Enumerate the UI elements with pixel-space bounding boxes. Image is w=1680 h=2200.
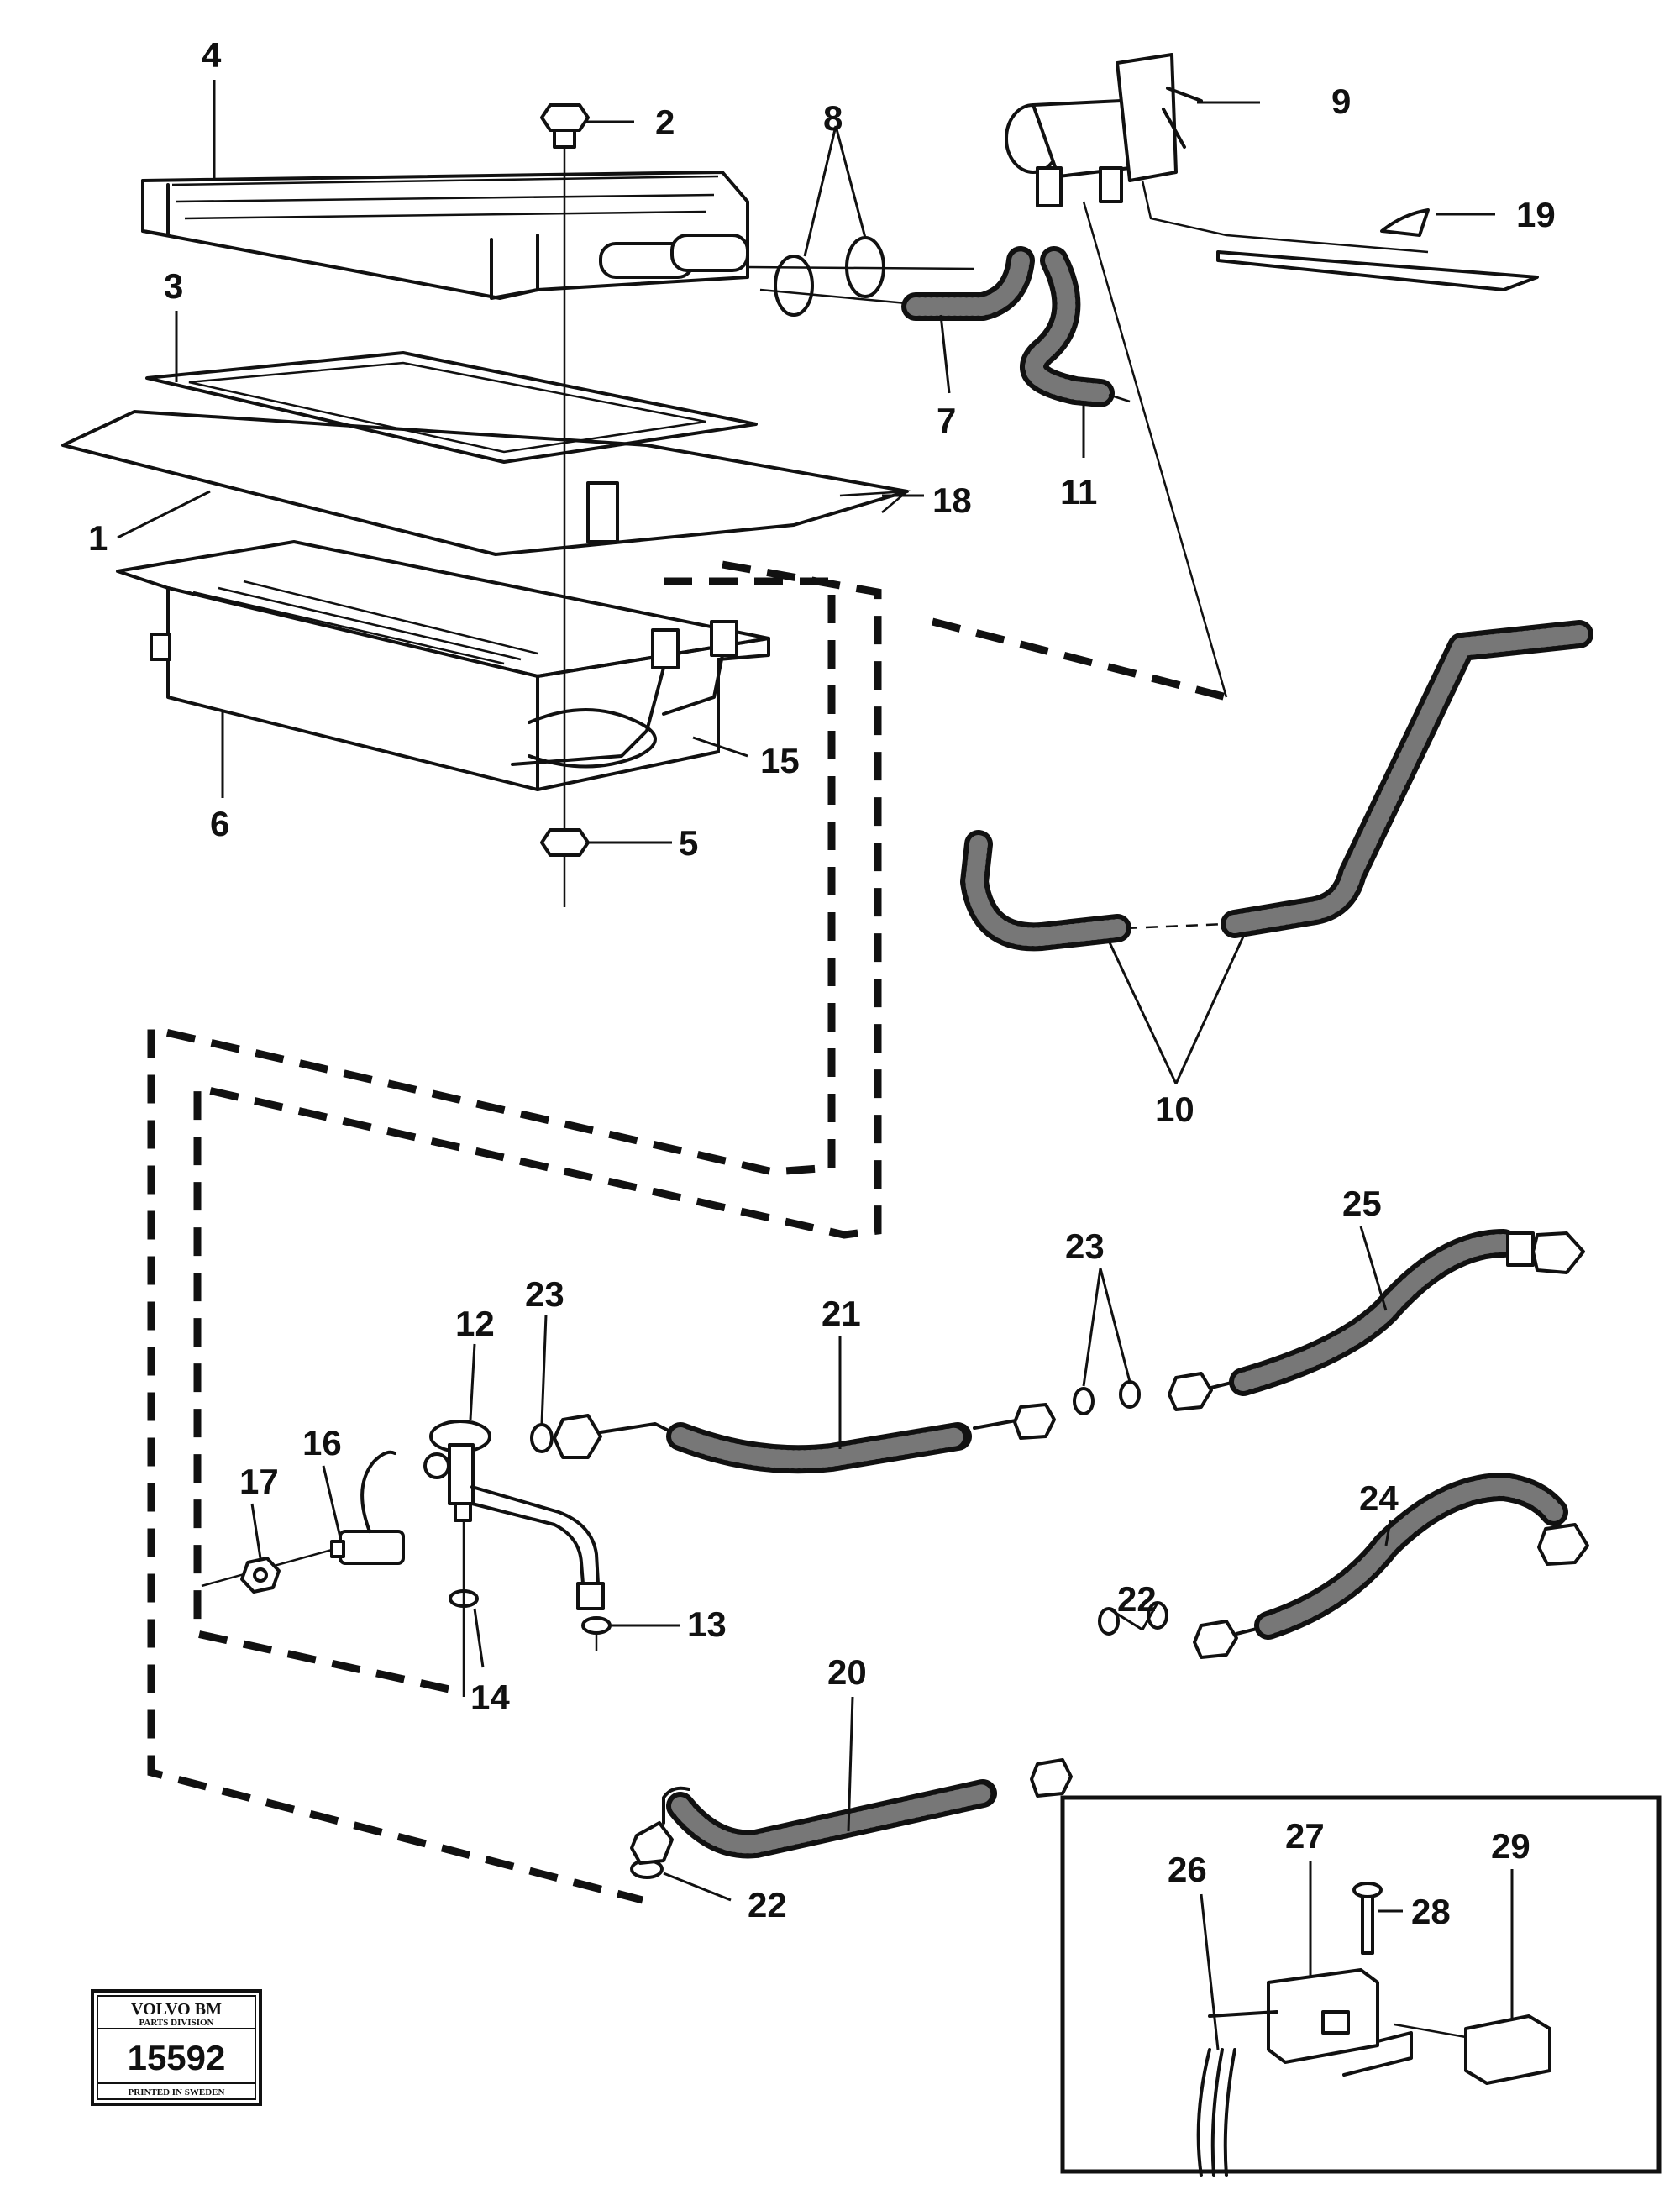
callout-19: 19 [1516, 195, 1556, 234]
expansion-valve-part-12 [423, 1420, 605, 1697]
hose-part-7 [901, 246, 1035, 321]
callout-14: 14 [470, 1678, 510, 1717]
leader-lines [117, 80, 1514, 2050]
nut-part-5 [540, 828, 590, 907]
callout-11: 11 [1060, 472, 1097, 512]
callout-2: 2 [655, 102, 675, 142]
valve-part-9 [1005, 53, 1429, 698]
callout-6: 6 [210, 804, 229, 843]
callout-5: 5 [679, 823, 698, 863]
stamp-number: 15592 [128, 2038, 226, 2077]
hose-part-24 [1193, 1473, 1589, 1659]
callout-12: 12 [455, 1304, 495, 1343]
evaporator-part-6 [116, 540, 770, 791]
stamp-printed: PRINTED IN SWEDEN [129, 2087, 225, 2098]
callout-23a: 23 [525, 1274, 564, 1314]
nut-part-17 [240, 1557, 281, 1594]
callout-17: 17 [239, 1462, 279, 1501]
heater-box-part-4 [141, 171, 749, 300]
callout-20: 20 [827, 1652, 867, 1692]
stamp-division: PARTS DIVISION [139, 2018, 214, 2028]
gasket-part-3 [145, 351, 758, 464]
callout-24: 24 [1359, 1478, 1399, 1518]
callout-26: 26 [1168, 1850, 1207, 1889]
callout-16: 16 [302, 1423, 342, 1462]
callout-9: 9 [1331, 81, 1351, 121]
routing-lines [147, 560, 1228, 1904]
callout-21: 21 [822, 1294, 861, 1333]
callout-10: 10 [1155, 1089, 1194, 1129]
callout-25: 25 [1342, 1184, 1382, 1223]
bolt-part-2 [540, 103, 590, 832]
callout-27: 27 [1285, 1816, 1325, 1856]
hose-part-11 [1020, 246, 1131, 407]
callout-3: 3 [164, 266, 183, 306]
callout-labels: 4 2 8 9 19 3 7 11 18 1 15 6 5 10 25 23 2… [88, 35, 1556, 1931]
callout-28: 28 [1411, 1892, 1451, 1931]
callout-23b: 23 [1065, 1226, 1105, 1266]
callout-1: 1 [88, 518, 108, 558]
hose-part-21 [553, 1403, 1056, 1474]
pipe-part-15 [511, 620, 738, 766]
callout-15: 15 [760, 741, 800, 780]
callout-8: 8 [823, 98, 843, 138]
callout-29: 29 [1491, 1826, 1530, 1866]
thermostat-part-16 [201, 1450, 405, 1588]
callout-22b: 22 [1117, 1579, 1157, 1619]
hose-part-10 [960, 620, 1593, 952]
hose-part-25 [1168, 1229, 1585, 1411]
callout-4: 4 [202, 35, 222, 75]
volvo-bm-stamp: VOLVO BM PARTS DIVISION 15592 PRINTED IN… [91, 1989, 262, 2106]
callout-18: 18 [932, 480, 972, 520]
callout-7: 7 [937, 401, 956, 440]
callout-13: 13 [687, 1604, 727, 1644]
stamp-brand: VOLVO BM [131, 2000, 222, 2019]
mounting-plate-part-1 [61, 410, 911, 556]
callout-22a: 22 [748, 1885, 787, 1924]
clip-part-19 [1216, 208, 1539, 291]
inset-box [1060, 1795, 1662, 2177]
hose-part-20 [630, 1758, 1073, 1865]
